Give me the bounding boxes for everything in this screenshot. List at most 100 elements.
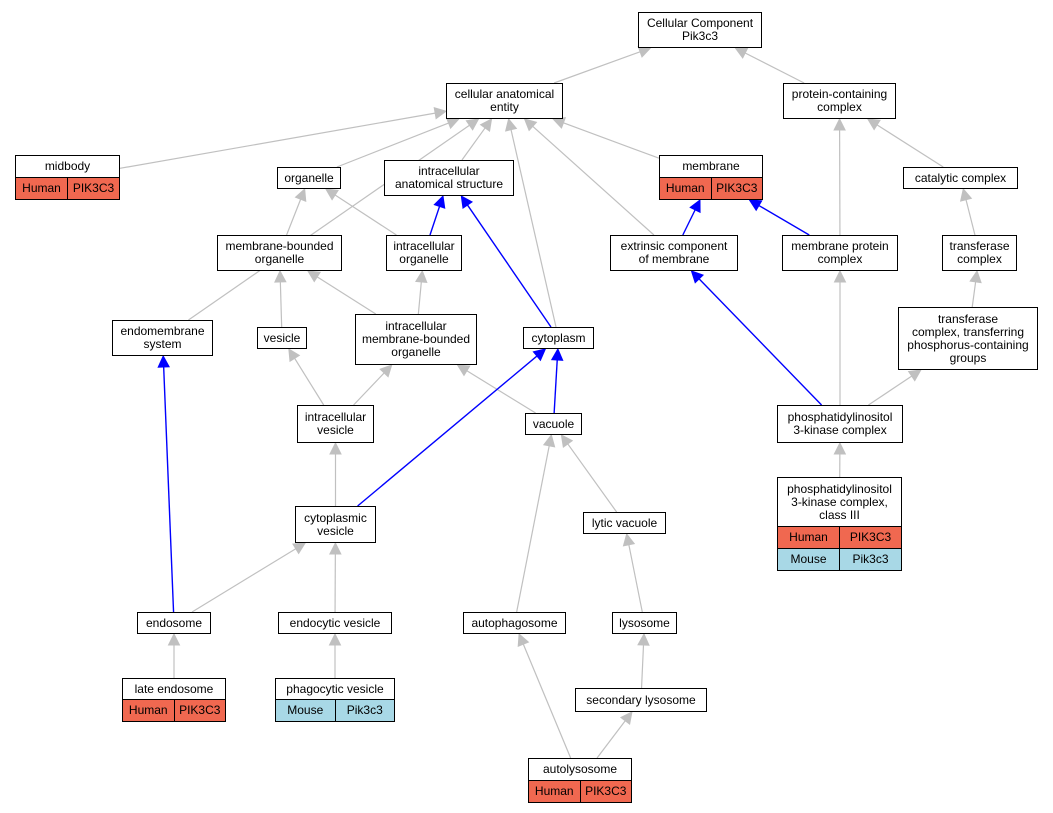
edge-ecm-to-membrane — [682, 209, 696, 236]
arrowhead-endosome-to-cv — [292, 542, 307, 555]
edge-ems-to-cae — [188, 124, 470, 321]
arrowhead-pi3k3-to-pi3k — [833, 441, 847, 455]
arrowhead-sl-to-lysosome — [637, 632, 650, 646]
arrowhead-vacuole-to-imbo — [456, 364, 471, 377]
arrowhead-io-to-organelle — [324, 188, 339, 201]
arrowhead-lv-to-vacuole — [560, 434, 574, 449]
arrowhead-io-to-ias — [433, 194, 446, 209]
arrowhead-phv-to-ecv — [328, 632, 342, 646]
arrowhead-imbo-to-mbo — [306, 270, 321, 283]
arrowhead-pcc-to-root — [734, 47, 749, 59]
edge-tc-to-catcomplex — [965, 199, 976, 236]
edge-pcc-to-root — [744, 52, 805, 84]
edge-membrane-to-cae — [563, 122, 660, 159]
node-intracellular-organelle[interactable]: intracellular organelle — [386, 235, 462, 271]
edge-autolysosome-to-autophagosome — [522, 643, 572, 759]
arrowhead-endosome-to-ems — [157, 354, 170, 368]
arrowhead-iv-to-vesicle — [288, 348, 301, 363]
node-vacuole[interactable]: vacuole — [525, 413, 582, 435]
edge-autolysosome-to-sl — [596, 720, 626, 759]
arrowhead-cae-to-root — [637, 45, 652, 58]
arrowhead-cv-to-iv — [329, 441, 342, 455]
edge-lysosome-to-lv — [628, 544, 643, 613]
node-lysosome[interactable]: lysosome — [612, 612, 677, 634]
edge-endosome-to-cv — [191, 548, 297, 613]
node-organelle[interactable]: organelle — [277, 167, 341, 189]
arrowhead-cytoplasm-to-ias — [460, 195, 474, 210]
node-autophagosome[interactable]: autophagosome — [463, 612, 566, 634]
arrowhead-ecm-to-cae — [523, 118, 538, 132]
node-membrane-protein-complex[interactable]: membrane protein complex — [782, 235, 898, 271]
arrowhead-midbody-to-cae — [433, 107, 448, 120]
arrowhead-pi3k-to-mpc — [833, 269, 847, 283]
arrowhead-ecm-to-membrane — [689, 198, 701, 214]
edge-iv-to-imbo — [353, 372, 385, 406]
arrowhead-mbo-to-organelle — [294, 187, 307, 203]
edge-cytoplasm-to-ias — [466, 204, 552, 328]
edge-cv-to-cytoplasm — [357, 355, 538, 507]
node-endomembrane-system[interactable]: endomembrane system — [112, 320, 213, 356]
edge-imbo-to-mbo — [316, 276, 377, 315]
node-transferase-complex-transferring-phosphorus[interactable]: transferase complex, transferring phosph… — [898, 307, 1038, 370]
edge-lv-to-vacuole — [567, 443, 618, 513]
arrowhead-organelle-to-cae — [445, 117, 460, 130]
arrowhead-vacuole-to-cytoplasm — [550, 347, 564, 361]
arrowhead-ems-to-cae — [465, 118, 480, 131]
arrowhead-ias-to-cae — [479, 118, 493, 133]
node-intracellular-membrane-bounded-organelle[interactable]: intracellular membrane-bounded organelle — [355, 314, 477, 365]
node-intracellular-anatomical-structure[interactable]: intracellular anatomical structure — [384, 160, 514, 196]
edge-endosome-to-ems — [162, 366, 175, 613]
node-pi3k-complex-class-iii[interactable]: phosphatidylinositol 3-kinase complex, c… — [777, 477, 902, 571]
edge-vesicle-to-mbo — [279, 281, 283, 328]
node-intracellular-vesicle[interactable]: intracellular vesicle — [297, 405, 374, 443]
node-endosome[interactable]: endosome — [137, 612, 211, 634]
node-lytic-vacuole[interactable]: lytic vacuole — [583, 512, 666, 534]
edge-tcp-to-tc — [971, 281, 977, 308]
node-cytoplasmic-vesicle[interactable]: cytoplasmic vesicle — [295, 506, 376, 543]
arrowhead-pi3k-to-tcp — [907, 369, 922, 382]
arrowhead-mpc-to-pcc — [833, 117, 846, 131]
node-extrinsic-component-of-membrane[interactable]: extrinsic component of membrane — [610, 235, 738, 271]
arrowhead-tcp-to-tc — [969, 269, 982, 284]
node-secondary-lysosome[interactable]: secondary lysosome — [575, 688, 707, 712]
edge-pi3k-to-ecm — [698, 278, 823, 406]
edge-ecm-to-cae — [532, 125, 655, 236]
arrowhead-ecv-to-cv — [329, 541, 342, 555]
node-cytoplasm[interactable]: cytoplasm — [523, 327, 594, 349]
node-transferase-complex[interactable]: transferase complex — [942, 235, 1017, 271]
edge-midbody-to-cae — [119, 112, 436, 169]
edge-pi3k-to-tcp — [868, 375, 913, 406]
node-vesicle[interactable]: vesicle — [257, 327, 307, 349]
edge-cytoplasm-to-cae — [510, 129, 557, 328]
arrowhead-cv-to-cytoplasm — [532, 348, 547, 362]
edge-mbo-to-organelle — [286, 199, 302, 236]
edge-cae-to-root — [553, 51, 641, 84]
edge-organelle-to-cae — [336, 122, 449, 168]
node-cellular-anatomical-entity[interactable]: cellular anatomical entity — [446, 83, 563, 119]
arrowhead-catcomplex-to-pcc — [866, 118, 881, 131]
edge-mpc-to-membrane — [758, 204, 810, 236]
node-catalytic-complex[interactable]: catalytic complex — [903, 167, 1018, 189]
arrowhead-iv-to-imbo — [379, 364, 393, 378]
node-cellular-component[interactable]: Cellular Component Pik3c3 — [638, 12, 762, 48]
edge-catcomplex-to-pcc — [876, 124, 944, 168]
edge-io-to-organelle — [334, 194, 397, 236]
edge-sl-to-lysosome — [640, 644, 645, 689]
node-phosphatidylinositol-3-kinase-complex[interactable]: phosphatidylinositol 3-kinase complex — [777, 405, 903, 443]
node-endocytic-vesicle[interactable]: endocytic vesicle — [278, 612, 392, 634]
node-protein-containing-complex[interactable]: protein-containing complex — [783, 83, 896, 119]
arrowhead-tc-to-catcomplex — [959, 187, 973, 202]
arrowhead-imbo-to-io — [414, 269, 428, 284]
node-membrane-bounded-organelle[interactable]: membrane-bounded organelle — [217, 235, 342, 271]
arrowhead-pi3k-to-ecm — [690, 270, 705, 284]
arrowhead-le-to-endosome — [167, 632, 181, 646]
arrowhead-membrane-to-cae — [552, 117, 567, 129]
arrowhead-autolysosome-to-sl — [619, 711, 633, 725]
